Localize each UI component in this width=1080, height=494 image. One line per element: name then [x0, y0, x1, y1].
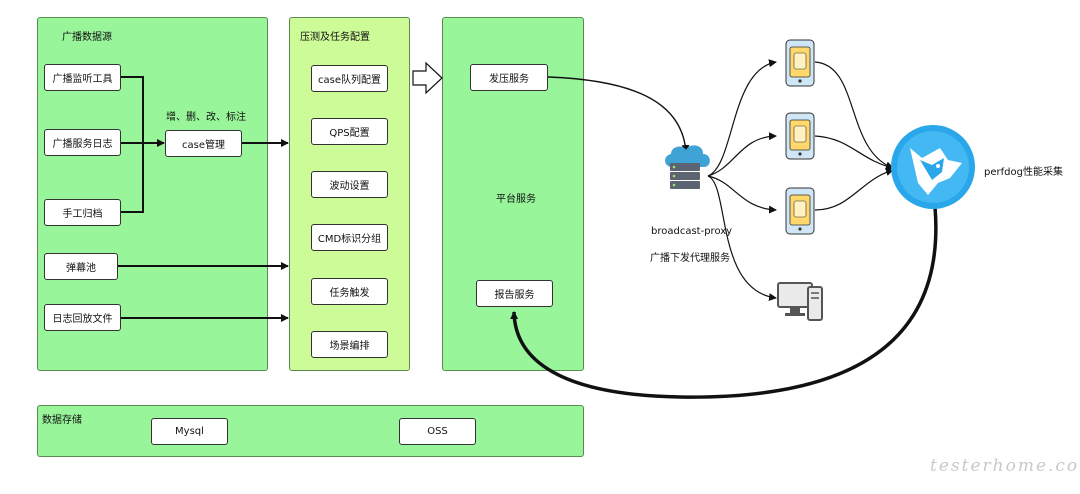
source-item-service-log: 广播服务日志 — [44, 129, 121, 156]
case-manager-annotation: 增、删、改、标注 — [166, 112, 246, 123]
wire-phone-2-to-perfdog — [814, 135, 894, 171]
proxy-name-label: broadcast-proxy — [651, 226, 733, 237]
wire-proxy-to-phone-1 — [707, 59, 777, 177]
case-manager-box: case管理 — [165, 130, 242, 157]
platform-panel-title: 平台服务 — [496, 194, 536, 205]
phone-icon — [785, 39, 815, 87]
config-item-cmd-group: CMD标识分组 — [311, 224, 388, 251]
wire-proxy-to-phone-2 — [707, 132, 777, 177]
wire-perfdog-to-report — [510, 206, 938, 399]
storage-panel-title: 数据存储 — [42, 415, 82, 426]
proxy-desc-label: 广播下发代理服务 — [650, 253, 730, 264]
source-item-manual-archive: 手工归档 — [44, 199, 121, 226]
config-item-qps: QPS配置 — [311, 118, 388, 145]
perfdog-label: perfdog性能采集 — [984, 167, 1063, 178]
wire-proxy-to-pc — [707, 175, 777, 302]
source-item-danmaku-pool: 弹幕池 — [44, 253, 118, 280]
wire-proxy-to-phone-3 — [707, 175, 777, 214]
phone-icon — [785, 112, 815, 160]
wire-monitor-to-case — [121, 76, 144, 213]
config-item-case-queue: case队列配置 — [311, 65, 388, 92]
desktop-pc-icon — [777, 282, 823, 321]
report-service-box: 报告服务 — [476, 280, 553, 307]
source-panel-title: 广播数据源 — [62, 32, 112, 43]
phone-icon — [785, 187, 815, 235]
wire-pressure-to-proxy — [547, 76, 690, 153]
config-panel-title: 压测及任务配置 — [300, 32, 370, 43]
pressure-service-box: 发压服务 — [470, 64, 548, 91]
storage-panel: 数据存储 — [37, 405, 584, 457]
config-item-task-trigger: 任务触发 — [311, 278, 388, 305]
server-cloud-icon — [665, 145, 710, 189]
config-item-fluctuation: 波动设置 — [311, 171, 388, 198]
storage-item-oss: OSS — [399, 418, 476, 445]
config-item-scene-arrange: 场景编排 — [311, 331, 388, 358]
hollow-arrow — [412, 61, 443, 95]
wire-phone-3-to-perfdog — [814, 168, 894, 211]
source-item-monitor-tool: 广播监听工具 — [44, 64, 121, 91]
storage-item-mysql: Mysql — [151, 418, 228, 445]
watermark: testerhome.com — [930, 456, 1080, 476]
perfdog-logo-icon — [891, 125, 975, 209]
source-item-replay-file: 日志回放文件 — [44, 304, 121, 331]
wire-phone-1-to-perfdog — [814, 61, 894, 170]
